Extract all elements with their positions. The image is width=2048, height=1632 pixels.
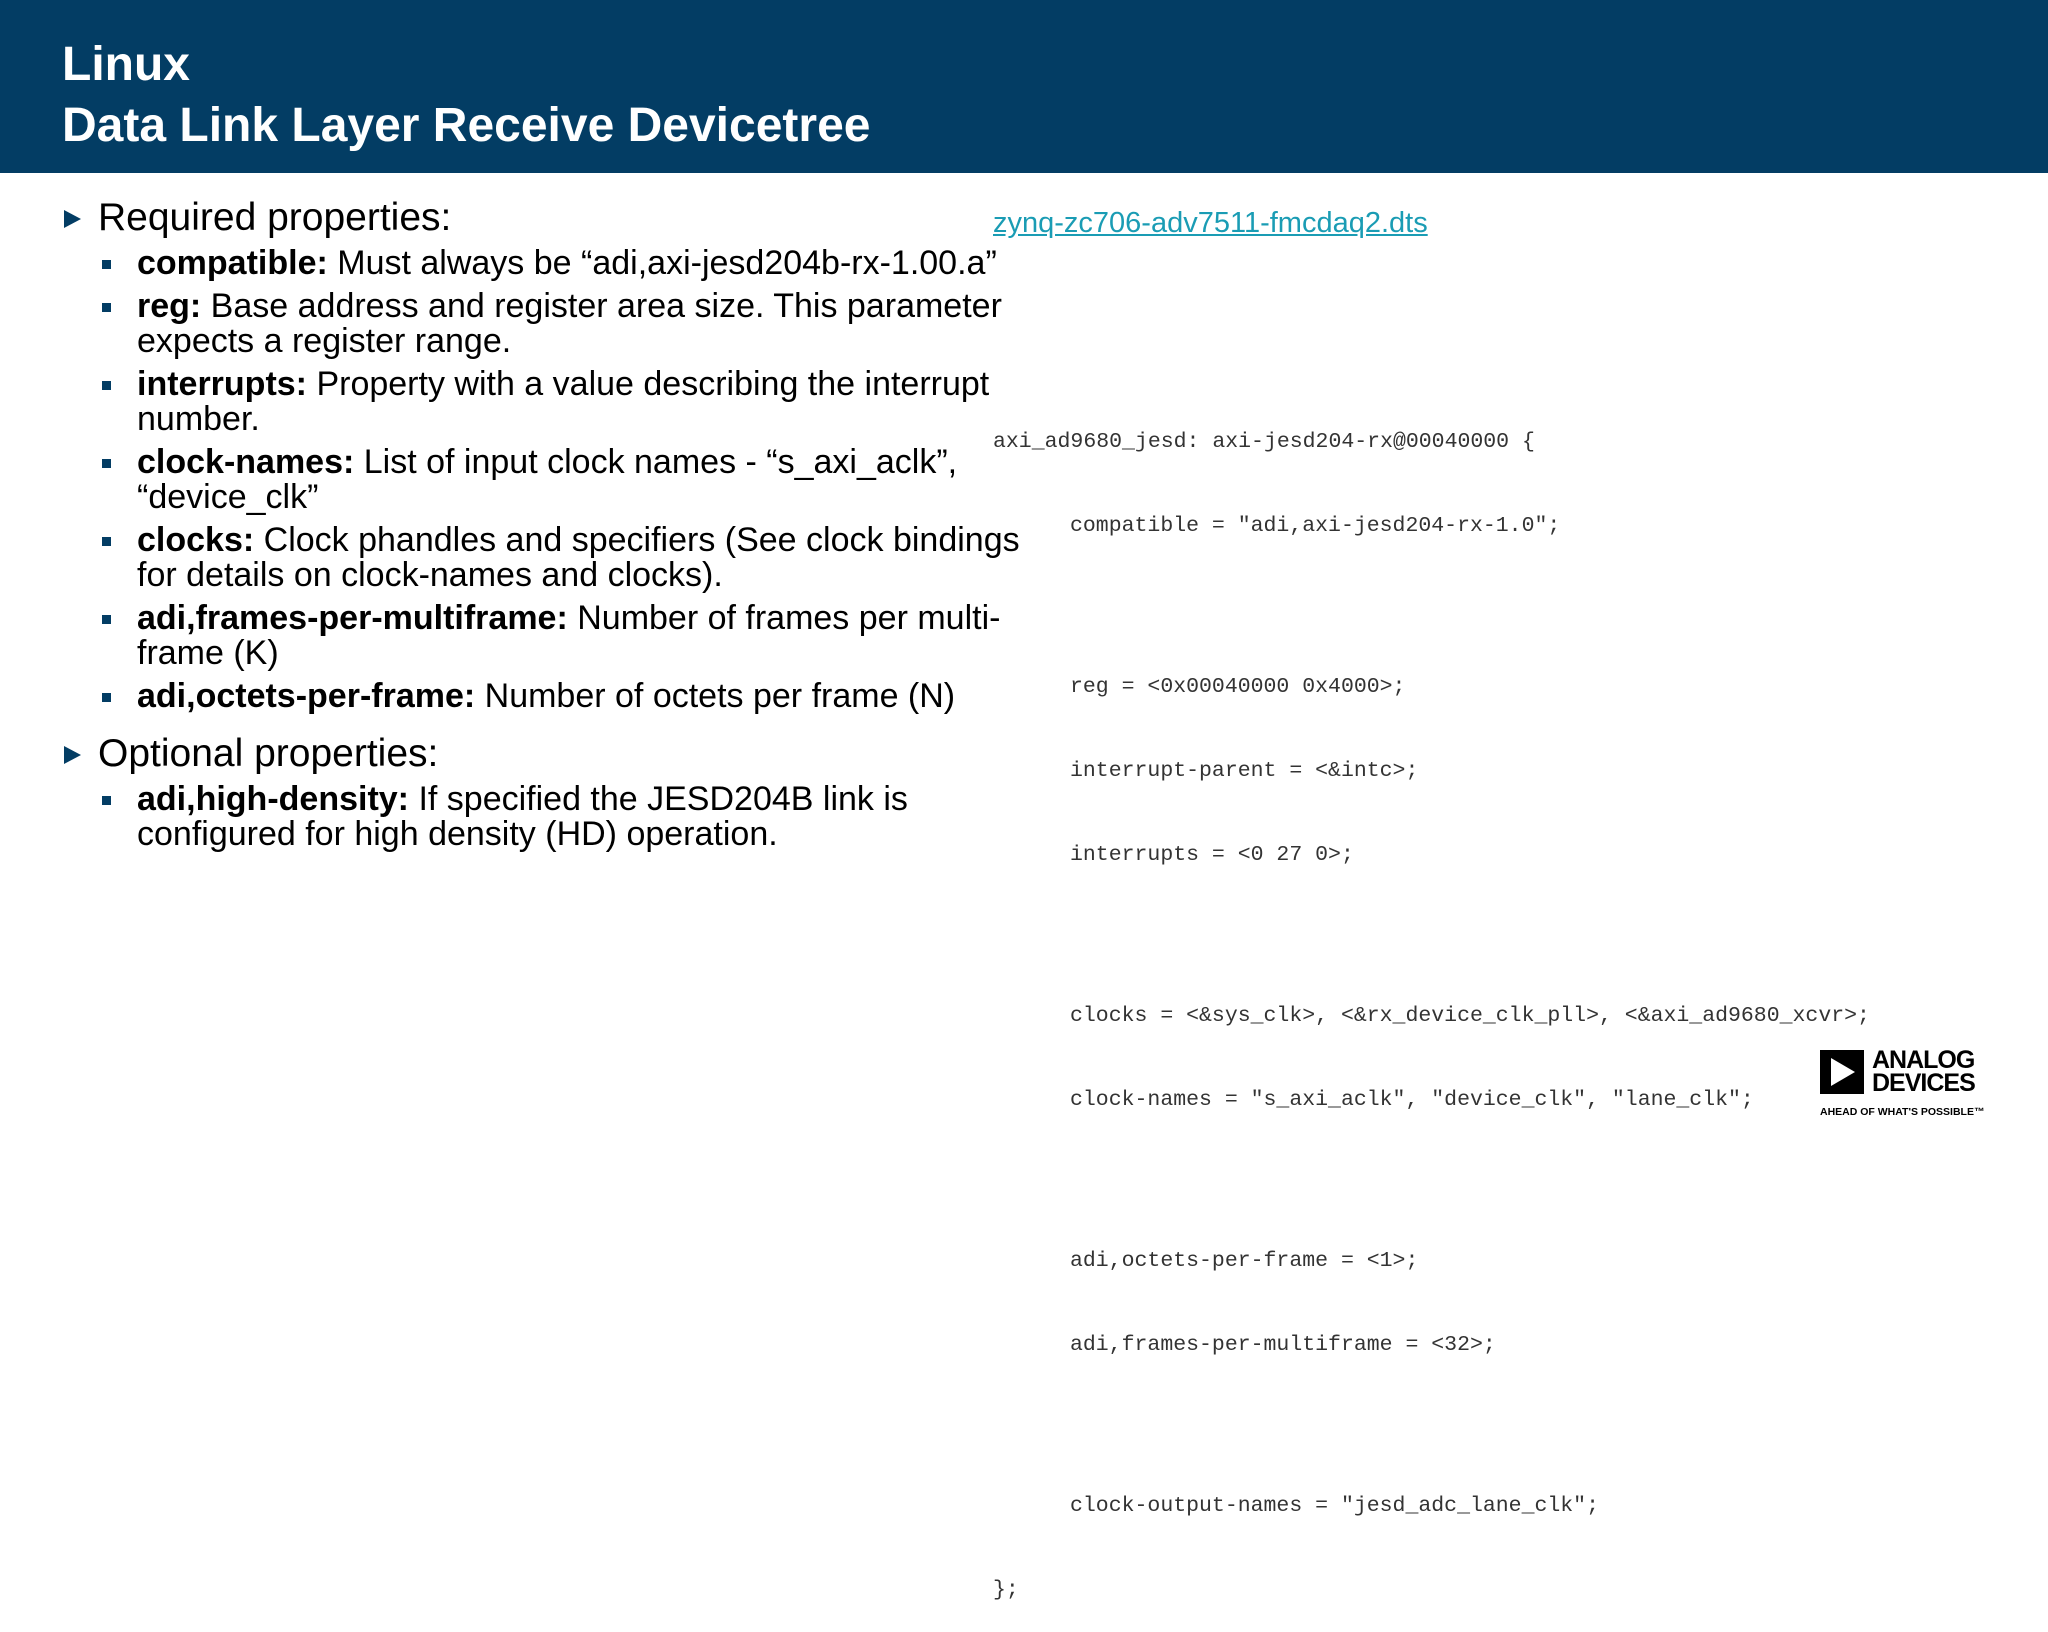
required-heading-text: Required properties: — [98, 196, 452, 239]
property-item-compatible: compatible: Must always be “adi,axi-jesd… — [62, 246, 1037, 281]
logo-word-analog: ANALOG — [1872, 1046, 1975, 1074]
property-item-high-density: adi,high-density: If specified the JESD2… — [62, 782, 1037, 852]
property-item-clock-names: clock-names: List of input clock names -… — [62, 445, 1037, 515]
property-description: Must always be “adi,axi-jesd204b-rx-1.00… — [327, 244, 997, 282]
property-description: List of input clock names - “s_axi_aclk”… — [137, 443, 958, 516]
code-line: axi_ad9680_jesd: axi-jesd204-rx@00040000… — [993, 430, 1535, 454]
square-bullet-icon — [102, 537, 111, 546]
property-description: Number of frames per multi-frame (K) — [137, 599, 1001, 672]
property-name: adi,frames-per-multiframe: — [137, 599, 568, 637]
property-name: clock-names: — [137, 443, 355, 481]
property-item-frames-per-multiframe: adi,frames-per-multiframe: Number of fra… — [62, 601, 1037, 671]
analog-devices-logo: ANALOG DEVICES AHEAD OF WHAT'S POSSIBLE™ — [1820, 1046, 2000, 1122]
triangle-bullet-icon — [64, 746, 81, 764]
triangle-bullet-icon — [64, 210, 81, 228]
square-bullet-icon — [102, 615, 111, 624]
code-line: clocks = <&sys_clk>, <&rx_device_clk_pll… — [1070, 1004, 1870, 1028]
property-item-clocks: clocks: Clock phandles and specifiers (S… — [62, 523, 1037, 593]
code-line: adi,octets-per-frame = <1>; — [1070, 1249, 1419, 1273]
square-bullet-icon — [102, 260, 111, 269]
optional-heading-text: Optional properties: — [98, 732, 439, 775]
code-line: compatible = "adi,axi-jesd204-rx-1.0"; — [1070, 514, 1561, 538]
code-line: interrupt-parent = <&intc>; — [1070, 759, 1419, 783]
code-line: interrupts = <0 27 0>; — [1070, 843, 1354, 867]
property-item-reg: reg: Base address and register area size… — [62, 289, 1037, 359]
logo-tagline: AHEAD OF WHAT'S POSSIBLE™ — [1820, 1106, 1985, 1118]
property-description: Clock phandles and specifiers (See clock… — [137, 521, 1020, 594]
dts-file-link[interactable]: zynq-zc706-adv7511-fmcdaq2.dts — [993, 207, 1428, 239]
property-name: clocks: — [137, 521, 255, 559]
property-item-octets-per-frame: adi,octets-per-frame: Number of octets p… — [62, 679, 1037, 714]
section-spacer — [62, 722, 982, 732]
square-bullet-icon — [102, 459, 111, 468]
logo-word-devices: DEVICES — [1872, 1069, 1976, 1097]
code-blank-line — [993, 1170, 1870, 1191]
properties-column: Required properties: compatible: Must al… — [62, 196, 1020, 860]
property-name: adi,octets-per-frame: — [137, 677, 476, 715]
property-name: adi,high-density: — [137, 780, 409, 818]
property-description: If specified the JESD204B link is config… — [137, 780, 908, 853]
slide-header: Linux Data Link Layer Receive Devicetree — [0, 0, 2048, 173]
optional-properties-heading: Optional properties: — [62, 732, 982, 776]
slide-title-line-1: Linux — [62, 38, 190, 91]
code-line: reg = <0x00040000 0x4000>; — [1070, 675, 1406, 699]
code-line: clock-names = "s_axi_aclk", "device_clk"… — [1070, 1088, 1754, 1112]
analog-devices-logo-icon — [1820, 1050, 1864, 1094]
property-description: Property with a value describing the int… — [137, 365, 990, 438]
code-line: clock-output-names = "jesd_adc_lane_clk"… — [1070, 1494, 1599, 1518]
property-description: Base address and register area size. Thi… — [137, 287, 1002, 360]
square-bullet-icon — [102, 303, 111, 312]
square-bullet-icon — [102, 693, 111, 702]
slide-title-line-2: Data Link Layer Receive Devicetree — [62, 99, 871, 152]
code-blank-line — [993, 925, 1870, 946]
property-description: Number of octets per frame (N) — [475, 677, 956, 715]
property-name: compatible: — [137, 244, 328, 282]
play-triangle-icon — [1831, 1058, 1855, 1086]
property-name: interrupts: — [137, 365, 307, 403]
required-properties-heading: Required properties: — [62, 196, 982, 240]
square-bullet-icon — [102, 796, 111, 805]
square-bullet-icon — [102, 381, 111, 390]
devicetree-code-block: axi_ad9680_jesd: axi-jesd204-rx@00040000… — [993, 372, 1870, 1632]
code-blank-line — [993, 1415, 1870, 1436]
property-item-interrupts: interrupts: Property with a value descri… — [62, 367, 1037, 437]
code-line: }; — [993, 1578, 1019, 1602]
code-blank-line — [993, 596, 1870, 617]
code-line: adi,frames-per-multiframe = <32>; — [1070, 1333, 1496, 1357]
property-name: reg: — [137, 287, 202, 325]
